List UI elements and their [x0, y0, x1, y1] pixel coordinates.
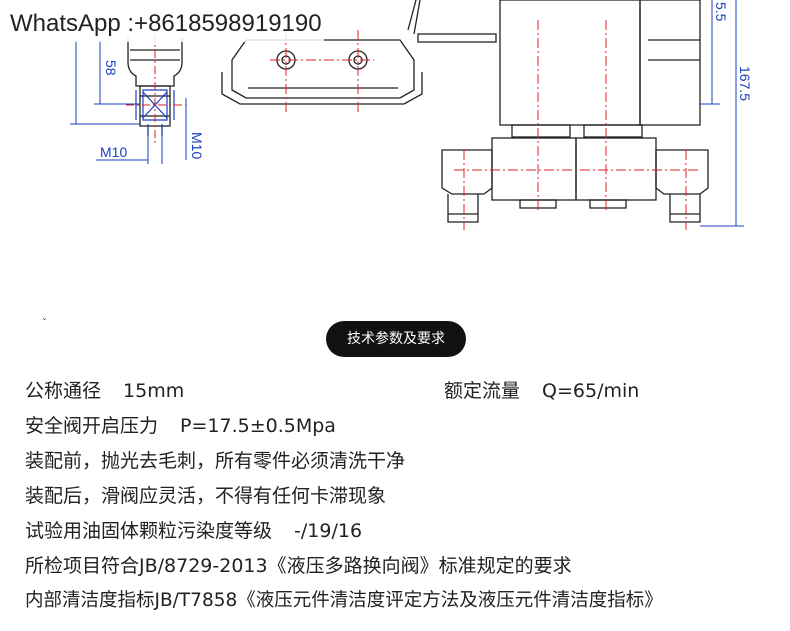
fitting-centerline	[126, 34, 186, 146]
fitting-dimensions	[70, 40, 187, 164]
nominal-diameter-value: 15mm	[123, 380, 185, 402]
contamination-value: -/19/16	[294, 520, 363, 542]
valve-dimensions	[700, 0, 744, 227]
bullet-mark: ˇ	[42, 318, 47, 329]
spec-line-1: 公称通径 15mm	[25, 378, 184, 404]
spec-line-1-right: 额定流量 Q=65/min	[444, 378, 639, 404]
spec-line-2: 安全阀开启压力 P=17.5±0.5Mpa	[25, 413, 336, 439]
rated-flow-label: 额定流量	[444, 380, 521, 402]
spec-line-4: 装配后，滑阀应灵活，不得有任何卡滞现象	[25, 485, 387, 507]
dim-167-5: 167.5	[737, 66, 753, 101]
rated-flow-value: Q=65/min	[542, 380, 640, 402]
spec-line-3: 装配前，抛光去毛刺，所有零件必须清洗干净	[25, 450, 406, 472]
whatsapp-watermark: WhatsApp :+8618598919190	[8, 6, 324, 42]
solenoid-coils	[441, 137, 709, 223]
valve-centerlines	[270, 20, 700, 230]
relief-pressure-label: 安全阀开启压力	[25, 415, 159, 437]
dim-m10-right: M10	[189, 132, 205, 159]
spec-line-7: 内部清洁度指标JB/T7858《液压元件清洁度评定方法及液压元件清洁度指标》	[25, 590, 663, 611]
dim-m10-left: M10	[100, 144, 127, 160]
section-title-badge: 技术参数及要求	[326, 321, 466, 357]
spec-line-6: 所检项目符合JB/8729-2013《液压多路换向阀》标准规定的要求	[25, 555, 572, 577]
technical-drawing: 58 M10 M10	[70, 0, 753, 230]
dim-5-5: 5.5	[713, 2, 729, 22]
nominal-diameter-label: 公称通径	[25, 380, 102, 402]
relief-pressure-value: P=17.5±0.5Mpa	[180, 415, 336, 437]
contamination-label: 试验用油固体颗粒污染度等级	[25, 520, 273, 542]
spec-line-5: 试验用油固体颗粒污染度等级 -/19/16	[25, 518, 362, 544]
dim-58: 58	[103, 60, 119, 76]
